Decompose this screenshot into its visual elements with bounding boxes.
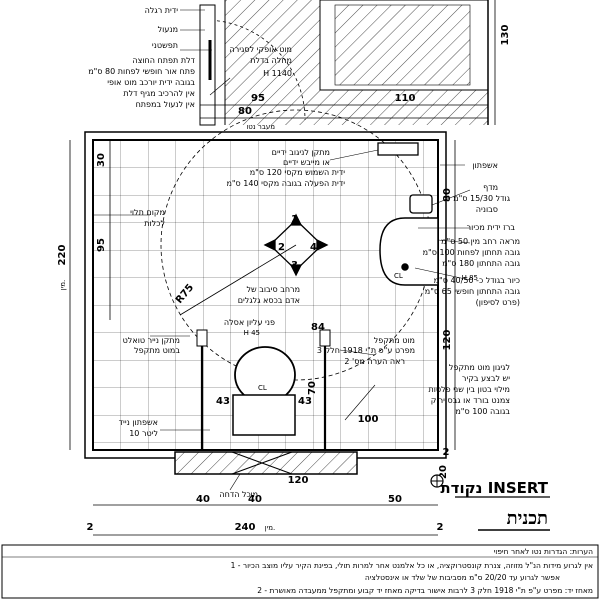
- note-1: 1 - אין לגרוע מידות הנ"ל מזוזה, צנרת קונ…: [231, 561, 593, 570]
- label-hook-4: ידית הפעלה בגובה מקסי 140 ס"מ: [226, 179, 345, 188]
- dim-110: 110: [395, 93, 416, 104]
- rot-1: 1: [291, 214, 298, 225]
- dim-95a: 95: [251, 93, 265, 104]
- label-back-1: לגיגון מוט מתקפל: [449, 363, 510, 372]
- dim-100: 100: [358, 414, 379, 425]
- dim-40b: 40: [248, 494, 262, 505]
- label-grab-bar-top: ידית רגלה: [145, 6, 179, 15]
- label-floor-2: H 45: [244, 329, 260, 337]
- dim-95l: 95: [96, 238, 107, 252]
- dim-120-bot: 120: [288, 475, 309, 486]
- dim-220: 220: [57, 245, 68, 266]
- dim-40a: 40: [196, 494, 210, 505]
- dim-43b: 43: [298, 396, 312, 407]
- label-sink-3: (פרט לסיפון): [476, 298, 520, 307]
- dim-130: 130: [500, 25, 511, 46]
- soap-dish: [409, 194, 433, 214]
- dim-70: 70: [307, 381, 318, 395]
- dim-240-sub: מין.: [265, 524, 275, 532]
- label-door-note-3: בגובה ידית יורכב מוט אופי: [107, 78, 195, 87]
- label-hook-wall-1: מקום תלוי: [130, 208, 165, 217]
- dim-50: 50: [388, 494, 402, 505]
- dim-20: 20: [438, 465, 449, 479]
- dim-220-sub: מין.: [59, 280, 67, 290]
- label-free-pass: מעבר נטו: [246, 123, 275, 131]
- label-mirror-1: מראה רחב מין 50 ס"מ: [441, 237, 520, 246]
- sink: [379, 217, 439, 286]
- label-bin: אשפתון: [472, 161, 498, 170]
- label-hook-3: ידית השמוש מקסי 120 ס"מ: [250, 168, 345, 177]
- dim-30: 30: [96, 153, 107, 167]
- label-hook-1: מתקן לניגוב ידיים: [272, 148, 330, 157]
- label-door-note-1: דלת תפתח החוצה: [132, 56, 195, 65]
- label-paper-1: אשפתון נייד: [119, 418, 158, 427]
- label-tap: ברז ידית מכיור: [467, 223, 516, 232]
- note-heading: הערות: הגדרות נטו לאחר חיפוי: [494, 547, 594, 556]
- rot-3: 3: [291, 260, 298, 271]
- sheet-title: תכנית: [507, 508, 548, 529]
- label-paper-2: 10 ליטר: [129, 429, 158, 438]
- label-hook-wall-2: לכלות: [144, 219, 165, 228]
- dim-84: 84: [311, 322, 325, 333]
- dim-2a: 2: [443, 447, 450, 458]
- label-door-knob: מוט אופקי לסגירה: [230, 45, 292, 54]
- label-sink-2: גובה התחתון חופשי 65 ס"מ: [425, 287, 521, 296]
- toilet: [232, 346, 296, 436]
- label-pad-1: מתקן נייר טואלט: [123, 336, 180, 345]
- cl-sink: CL: [394, 272, 403, 280]
- label-shelf-1: מדף: [483, 183, 498, 192]
- label-lock: מנעול: [158, 25, 178, 34]
- rotation-symbol: [263, 213, 329, 277]
- label-back-4: צמנט בורד או גבס ירוק: [431, 396, 510, 405]
- bottom-slab: [174, 451, 358, 475]
- label-shelf-2: גודל 15/30 ס"מ: [453, 194, 511, 203]
- leader-lines: [93, 9, 471, 491]
- note-2: 2 - מאחז יד: מפרט ע"פ ת"י 1918 חלק 3 לרב…: [257, 586, 593, 595]
- insert-title: נקודת INSERT: [440, 479, 548, 497]
- rot-4: 4: [310, 242, 317, 253]
- label-turn-2: אדם בכסא גלגלים: [238, 296, 300, 305]
- door-swing: [199, 4, 306, 126]
- label-mirror-3: גובה התחתון 180 ס"מ: [442, 259, 521, 268]
- dim-2b: 2: [87, 522, 94, 533]
- label-hook-2: או מייבש ידיים: [283, 158, 330, 167]
- label-door-note-4: אין להרכיב מגיף דלת: [123, 89, 195, 98]
- label-mirror-2: גובה תחתון לפחות 100 ס"מ: [423, 248, 521, 257]
- dim-80-top: 80: [238, 106, 252, 117]
- rot-2: 2: [278, 242, 285, 253]
- cl-toilet: CL: [258, 384, 267, 392]
- label-sign: תפשטני: [152, 41, 178, 50]
- dim-120r: 120: [442, 330, 453, 351]
- upper-wall-hatch: [224, 0, 489, 125]
- dim-80r: 80: [442, 188, 453, 202]
- paper-towel: [377, 142, 419, 156]
- label-back-5: בגובה 100 ס"מ: [455, 407, 510, 416]
- dim-240: 240: [235, 522, 256, 533]
- dim-2c: 2: [437, 522, 444, 533]
- notes-box: [1, 544, 599, 599]
- label-sink-h: H 85: [462, 274, 478, 282]
- label-turn-1: מרחב סיבוב של: [246, 285, 300, 294]
- dim-43a: 43: [216, 396, 230, 407]
- label-door-h: H 1140: [263, 69, 292, 78]
- label-pad-2: במוט מתקפל: [134, 346, 180, 355]
- insert-marker: [430, 474, 444, 488]
- label-std-2: ראה הערה מס' 2: [344, 357, 405, 366]
- label-door-note-2: פתח אור חופשי לפחות 80 ס"מ: [88, 67, 195, 76]
- label-shelf-3: סבוניה: [476, 205, 498, 214]
- label-rail-fold: מוט מתקפל: [374, 336, 415, 345]
- label-door-brake: מחלה בדלת: [250, 56, 292, 65]
- label-back-3: מילוי בטון בין שני פלטות: [428, 385, 510, 394]
- label-back-2: יש לבצע בקיר: [462, 374, 510, 383]
- note-1b: אפשר לגרוע עד 20/20 ס"מ מסביבות של שלד א…: [365, 573, 560, 582]
- label-sink-1: כיור בגודל כ- 40/50 ס"מ: [434, 276, 520, 285]
- label-std-1: מפרט ע"פ ת"י 1918 חלק 3: [317, 346, 415, 355]
- dimension-lines: [69, 0, 496, 536]
- grab-bars: [196, 329, 331, 450]
- label-wc-rail: מיכל הדחה: [219, 490, 258, 499]
- label-floor-1: פני עליון אסלה: [224, 318, 275, 327]
- label-door-note-5: אין לנעול במפתח: [136, 100, 195, 109]
